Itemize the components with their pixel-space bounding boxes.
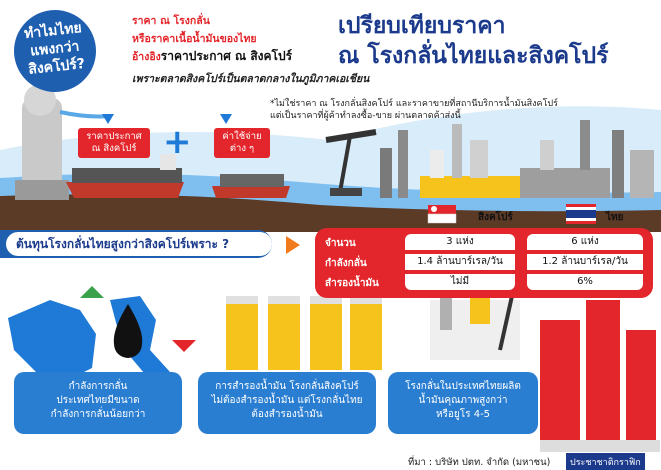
thailand-flag-icon	[566, 204, 596, 224]
reason-box-capacity: กำลังการกลั่น ประเทศไทยมีขนาด กำลังการกล…	[14, 372, 182, 434]
down-arrow-icon	[220, 114, 232, 124]
question-text: ต้นทุนโรงกลั่นไทยสูงกว่าสิงคโปร์เพราะ ?	[6, 232, 272, 256]
intro-line3: อ้างอิงราคาประกาศ ณ สิงคโปร์	[132, 47, 292, 66]
reason-line: หรือยูโร 4-5	[435, 409, 491, 420]
source-credit: ที่มา : บริษัท ปตท. จำกัด (มหาชน)	[408, 457, 551, 468]
up-arrow-icon	[80, 286, 104, 298]
reason-line: โรงกลั่นในประเทศไทยผลิต	[405, 381, 521, 392]
cell-th-capacity: 1.2 ล้านบาร์เรล/วัน	[527, 254, 643, 270]
storage-tanks-icon	[226, 296, 382, 370]
subtitle: เพราะตลาดสิงคโปร์เป็นตลาดกลางในภูมิภาคเอ…	[132, 73, 370, 85]
page-title-line2: ณ โรงกลั่นไทยและสิงคโปร์	[338, 43, 609, 69]
row-label: กำลังกลั่น	[325, 258, 367, 269]
cell-sg-capacity: 1.4 ล้านบาร์เรล/วัน	[405, 254, 515, 270]
flag-label-thailand: ไทย	[606, 212, 624, 223]
down-arrow-icon	[172, 340, 196, 352]
oil-drop-icon	[113, 304, 143, 358]
asia-map-icon	[8, 296, 170, 382]
reason-box-reserve: การสำรองน้ำมัน โรงกลั่นสิงคโปร์ ไม่ต้องส…	[198, 372, 376, 434]
footnote-line1: *ไม่ใช่ราคา ณ โรงกลั่นสิงคโปร์ และราคาขา…	[270, 99, 558, 109]
reason-line: กำลังการกลั่น	[68, 381, 128, 392]
arrow-right-icon	[286, 236, 300, 254]
tanker-ship-icon	[66, 154, 184, 198]
reason-line: การสำรองน้ำมัน โรงกลั่นสิงคโปร์	[215, 381, 359, 392]
reason-line: ต้องสำรองน้ำมัน	[251, 409, 323, 420]
footnote-line2: แต่เป็นราคาที่ผู้ค้าทำลงซื้อ-ขาย ผ่านตลา…	[270, 111, 461, 121]
tag-arrows	[102, 114, 232, 124]
comparison-table: จำนวน กำลังกลั่น สำรองน้ำมัน 3 แห่ง 1.4 …	[315, 228, 653, 298]
tag-other-costs: ค่าใช้จ่าย ต่าง ๆ	[214, 128, 270, 158]
reason-line: น้ำมันคุณภาพสูงกว่า	[418, 395, 508, 406]
down-arrow-icon	[102, 114, 114, 124]
cell-sg-count: 3 แห่ง	[405, 234, 515, 250]
intro-line2: หรือราคาเนื้อน้ำมันของไทย	[132, 33, 257, 45]
intro-line3-bold: ราคาประกาศ ณ สิงคโปร์	[160, 49, 293, 63]
reason-line: ประเทศไทยมีขนาด	[56, 395, 140, 406]
pipeline-ground	[0, 194, 661, 232]
reason-line: กำลังการกลั่นน้อยกว่า	[50, 409, 146, 420]
cell-th-count: 6 แห่ง	[527, 234, 643, 250]
oil-pump-icon	[325, 129, 377, 196]
merlion-icon	[15, 84, 111, 200]
plus-icon: +	[163, 122, 192, 162]
tag-singapore-price: ราคาประกาศ ณ สิงคโปร์	[78, 128, 150, 158]
small-ship-icon	[212, 174, 290, 198]
singapore-flag-icon	[427, 205, 457, 224]
footnote: *ไม่ใช่ราคา ณ โรงกลั่นสิงคโปร์ และราคาขา…	[270, 98, 630, 122]
flag-label-singapore: สิงคโปร์	[478, 212, 513, 223]
refinery-icon	[380, 120, 654, 198]
reason-line: ไม่ต้องสำรองน้ำมัน แต่โรงกลั่นไทย	[211, 395, 363, 406]
page-title-line1: เปรียบเทียบราคา	[338, 13, 506, 39]
intro-line3-prefix: อ้างอิง	[132, 51, 161, 63]
row-label: สำรองน้ำมัน	[325, 278, 379, 289]
cell-th-reserve: 6%	[527, 274, 643, 290]
reason-box-quality: โรงกลั่นในประเทศไทยผลิต น้ำมันคุณภาพสูงก…	[388, 372, 538, 434]
brand-logo: ประชาชาติกราฟิก	[566, 453, 645, 470]
row-label: จำนวน	[325, 238, 356, 249]
intro-line1: ราคา ณ โรงกลั่น	[132, 15, 210, 27]
cell-sg-reserve: ไม่มี	[405, 274, 515, 290]
